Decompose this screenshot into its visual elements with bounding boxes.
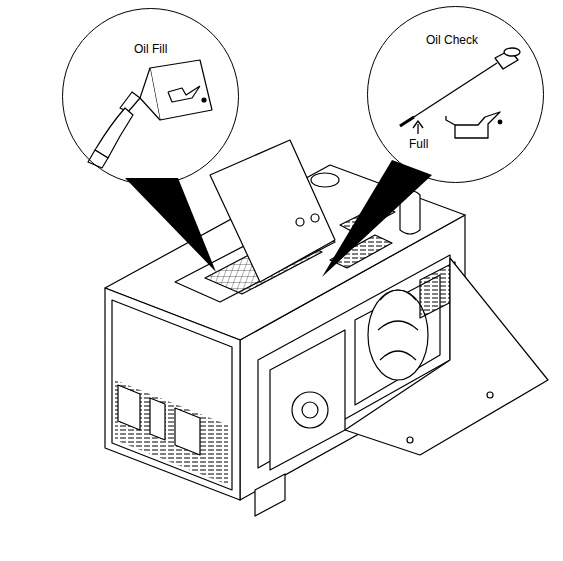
callout-circle: Oil Fill: [62, 8, 239, 185]
callout-label: Oil Check: [426, 33, 478, 47]
callout-circle: Oil CheckFull: [367, 6, 544, 183]
callout-label: Oil Fill: [134, 42, 167, 56]
callout-label: Full: [409, 137, 428, 151]
